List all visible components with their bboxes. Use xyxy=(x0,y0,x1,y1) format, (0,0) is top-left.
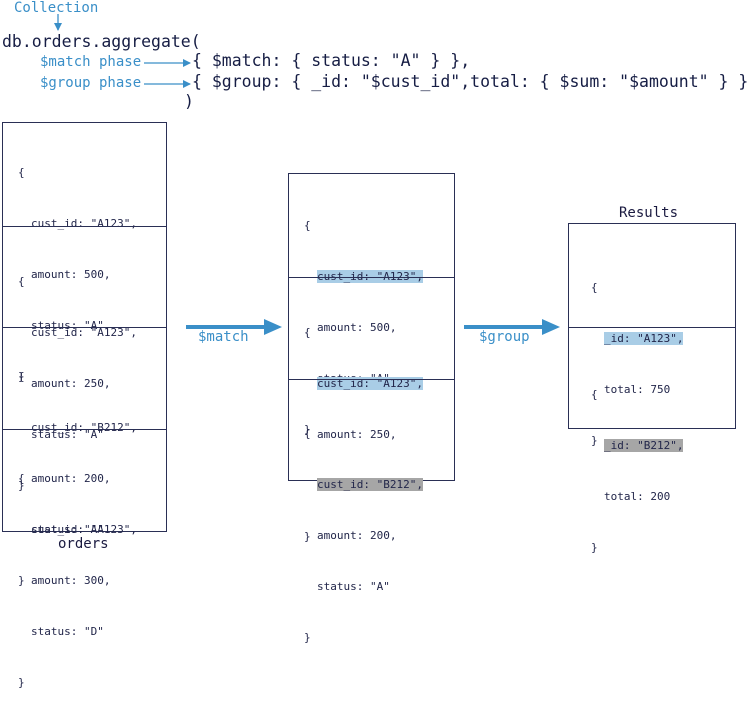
doc-close-brace: } xyxy=(304,423,311,436)
doc-close-brace: } xyxy=(304,530,311,543)
amount-field: amount: 500, xyxy=(317,321,397,334)
group-arrow-label: $group xyxy=(479,329,530,345)
matched-document: { cust_id: "A123", amount: 250, status: … xyxy=(289,277,454,543)
result-document: { _id: "B212", total: 200 } xyxy=(569,327,735,554)
doc-open-brace: { xyxy=(304,219,311,232)
amount-field: amount: 200, xyxy=(31,472,111,485)
results-caption: Results xyxy=(619,205,679,221)
arrows-overlay xyxy=(54,14,560,335)
doc-close-brace: } xyxy=(18,370,25,383)
order-document: { cust_id: "A123", amount: 300, status: … xyxy=(3,429,166,689)
code-line-aggregate: db.orders.aggregate( xyxy=(2,32,201,51)
group-stage-arrow xyxy=(464,319,560,335)
amount-field: amount: 300, xyxy=(31,574,111,587)
cust-id-field: cust_id: "A123", xyxy=(31,326,137,339)
result-document: { _id: "A123", total: 750 } xyxy=(569,224,735,447)
cust-id-field-highlighted: cust_id: "B212", xyxy=(317,478,423,491)
orders-collection: { cust_id: "A123", amount: 500, status: … xyxy=(2,122,167,689)
match-arrow-label: $match xyxy=(198,329,249,345)
matched-document: { cust_id: "B212", amount: 200, status: … xyxy=(289,379,454,644)
amount-field: amount: 250, xyxy=(31,377,111,390)
status-field: status: "A" xyxy=(31,319,104,332)
doc-open-brace: { xyxy=(18,166,25,179)
doc-open-brace: { xyxy=(18,472,25,485)
amount-field: amount: 500, xyxy=(31,268,111,281)
group-phase-label: $group phase xyxy=(40,75,142,91)
id-field-highlighted: _id: "A123", xyxy=(604,332,684,345)
code-line-match: { $match: { status: "A" } }, xyxy=(192,51,471,70)
doc-close-brace: } xyxy=(18,676,25,689)
code-line-close: ) xyxy=(184,92,194,111)
doc-open-brace: { xyxy=(18,275,25,288)
doc-open-brace: { xyxy=(18,370,25,383)
id-field-highlighted: _id: "B212", xyxy=(604,439,684,452)
cust-id-field-highlighted: cust_id: "A123", xyxy=(317,270,423,283)
match-stage-arrow xyxy=(186,319,282,335)
status-field: status: "A" xyxy=(317,580,390,593)
cust-id-field: cust_id: "B212", xyxy=(31,421,137,434)
doc-open-brace: { xyxy=(591,281,598,294)
cust-id-field-highlighted: cust_id: "A123", xyxy=(317,377,423,390)
total-field: total: 750 xyxy=(604,383,671,396)
doc-close-brace: } xyxy=(591,434,598,447)
order-document: { cust_id: "B212", amount: 200, status: … xyxy=(3,327,166,587)
amount-field: amount: 200, xyxy=(317,529,397,542)
doc-open-brace: { xyxy=(304,427,311,440)
doc-open-brace: { xyxy=(304,326,311,339)
amount-field: amount: 250, xyxy=(317,428,397,441)
results-documents: { _id: "A123", total: 750 } { _id: "B212… xyxy=(568,223,736,554)
status-field: status: "A" xyxy=(31,523,104,536)
status-field: status: "D" xyxy=(31,625,104,638)
collection-label: Collection xyxy=(14,0,99,16)
matched-document: { cust_id: "A123", amount: 500, status: … xyxy=(289,174,454,436)
status-field: status: "A" xyxy=(31,428,104,441)
order-document: { cust_id: "A123", amount: 500, status: … xyxy=(3,123,166,383)
doc-close-brace: } xyxy=(591,541,598,554)
orders-caption: orders xyxy=(58,536,109,552)
doc-open-brace: { xyxy=(591,388,598,401)
match-phase-label: $match phase xyxy=(40,54,142,70)
matched-documents: { cust_id: "A123", amount: 500, status: … xyxy=(288,173,455,644)
cust-id-field: cust_id: "A123", xyxy=(31,523,137,536)
code-line-group: { $group: { _id: "$cust_id",total: { $su… xyxy=(192,72,748,91)
doc-close-brace: } xyxy=(18,479,25,492)
doc-close-brace: } xyxy=(304,631,311,644)
order-document: { cust_id: "A123", amount: 250, status: … xyxy=(3,226,166,492)
total-field: total: 200 xyxy=(604,490,671,503)
